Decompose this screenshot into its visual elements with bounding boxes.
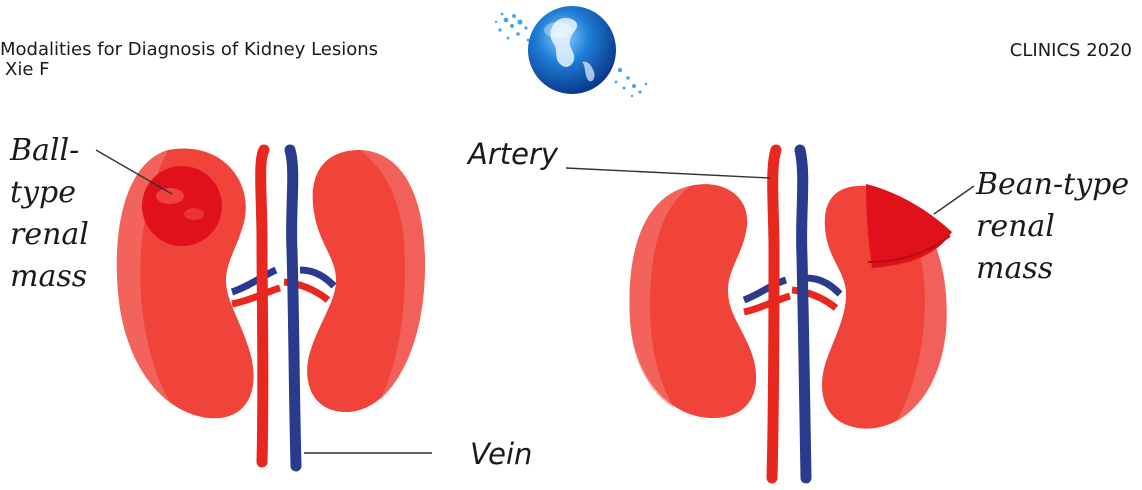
ball-label-line2: type xyxy=(10,175,76,210)
ball-label-line4: mass xyxy=(10,259,87,294)
bean-label-line2: renal xyxy=(976,209,1055,244)
vein-label: Vein xyxy=(470,437,532,471)
ball-label-line3: renal xyxy=(10,217,89,252)
left-vein xyxy=(290,150,296,466)
right-artery xyxy=(772,150,776,478)
artery-pointer xyxy=(566,168,770,178)
bean-label-line1: Bean-type xyxy=(975,167,1129,202)
right-vein xyxy=(800,150,806,478)
ball-label-line1: Ball- xyxy=(9,133,79,168)
ball-type-mass xyxy=(142,166,222,246)
bean-label-line3: mass xyxy=(976,251,1053,286)
bean-mass-pointer xyxy=(934,186,974,214)
left-artery xyxy=(261,150,264,462)
artery-label: Artery xyxy=(466,137,559,171)
left-diagram xyxy=(96,149,425,466)
bean-type-mass xyxy=(866,184,952,268)
